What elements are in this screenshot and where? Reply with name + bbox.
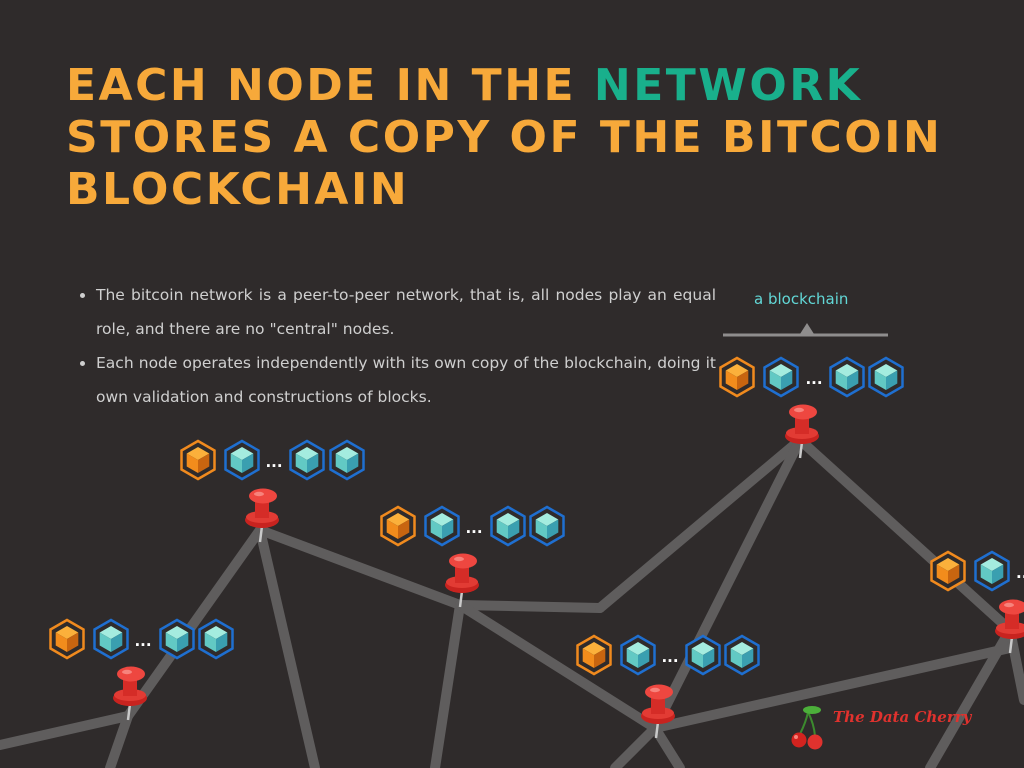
title-part-1: EACH NODE IN THE (66, 60, 594, 111)
block-icon (763, 356, 799, 398)
ellipsis: ... (465, 519, 482, 537)
genesis-block-icon (576, 634, 612, 676)
ellipsis: ... (1016, 564, 1024, 582)
block-icon (93, 618, 129, 660)
blockchain: ... (719, 356, 904, 398)
ellipsis: ... (805, 370, 822, 388)
blockchain: ... (576, 634, 760, 676)
block-icon (685, 634, 721, 676)
blockchain: ... (930, 550, 1024, 592)
block-icon (974, 550, 1010, 592)
page-title: EACH NODE IN THE NETWORK STORES A COPY O… (66, 60, 986, 216)
block-icon (424, 505, 460, 547)
block-icon (224, 439, 260, 481)
cherry-logo-icon (791, 706, 823, 750)
block-icon (289, 439, 325, 481)
title-highlight: NETWORK (593, 60, 863, 111)
block-icon (829, 356, 865, 398)
title-part-2: STORES A COPY OF THE BITCOIN BLOCKCHAIN (66, 112, 943, 215)
genesis-block-icon (380, 505, 416, 547)
block-icon (620, 634, 656, 676)
bullet-list: The bitcoin network is a peer-to-peer ne… (78, 278, 716, 414)
genesis-block-icon (180, 439, 216, 481)
genesis-block-icon (930, 550, 966, 592)
ellipsis: ... (134, 632, 151, 650)
bullet-item: The bitcoin network is a peer-to-peer ne… (96, 278, 716, 346)
block-icon (329, 439, 365, 481)
blockchain-label: a blockchain (754, 290, 849, 308)
network-edges (0, 435, 1024, 768)
genesis-block-icon (49, 618, 85, 660)
bullet-item: Each node operates independently with it… (96, 346, 716, 414)
blockchain: ... (380, 505, 565, 547)
ellipsis: ... (661, 648, 678, 666)
blockchain: ... (180, 439, 365, 481)
blockchain: ... (49, 618, 234, 660)
genesis-block-icon (719, 356, 755, 398)
block-icon (529, 505, 565, 547)
pushpin-icon (111, 665, 149, 722)
brand-name: The Data Cherry (833, 708, 972, 726)
block-icon (198, 618, 234, 660)
block-icon (159, 618, 195, 660)
block-icon (868, 356, 904, 398)
blockchain-bracket (723, 323, 888, 337)
ellipsis: ... (265, 453, 282, 471)
block-icon (490, 505, 526, 547)
block-icon (724, 634, 760, 676)
